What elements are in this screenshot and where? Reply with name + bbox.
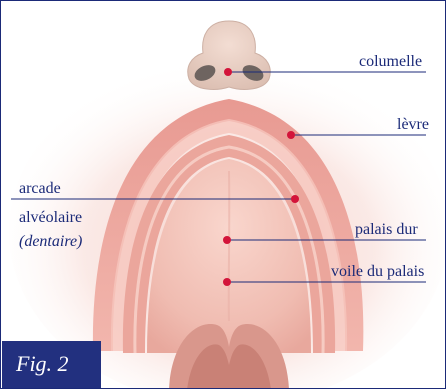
- palate-midline: [229, 171, 230, 321]
- marker-arcade: [291, 195, 299, 203]
- label-palais-dur: palais dur: [355, 220, 418, 240]
- label-arcade-line2: alvéolaire: [19, 208, 82, 228]
- label-levre: lèvre: [397, 115, 429, 135]
- marker-levre: [287, 131, 295, 139]
- marker-palais-dur: [223, 236, 231, 244]
- label-columelle: columelle: [359, 52, 422, 72]
- figure-label: Fig. 2: [16, 351, 69, 377]
- figure-label-box: Fig. 2: [2, 341, 101, 388]
- marker-columelle: [224, 68, 232, 76]
- label-voile-du-palais: voile du palais: [331, 262, 424, 282]
- label-arcade-line1: arcade: [19, 179, 61, 199]
- label-arcade-line3: (dentaire): [19, 232, 82, 252]
- marker-voile: [223, 278, 231, 286]
